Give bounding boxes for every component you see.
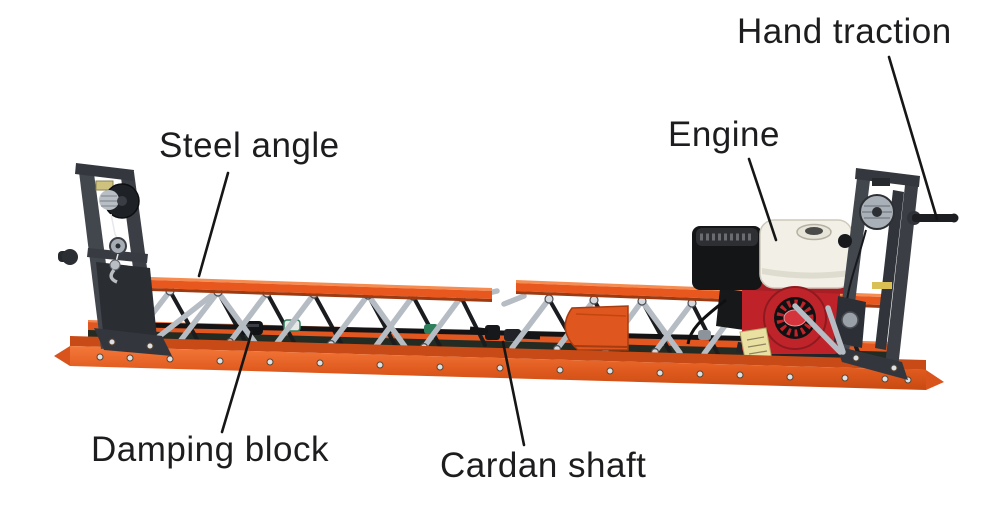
leader-line-cardan-shaft: [501, 340, 526, 447]
tower-foot: [94, 328, 172, 356]
carburetor: [716, 288, 748, 330]
label-damping-block: Damping block: [91, 430, 329, 469]
left-winch-tower: [58, 163, 172, 356]
leader-line-damping-block: [220, 329, 254, 434]
leader-line-engine: [747, 157, 778, 242]
clutch-housing: [834, 296, 866, 348]
steel-angle-rail-left: [118, 276, 492, 302]
belt-guard: [564, 305, 629, 351]
leader-line-steel-angle: [197, 171, 230, 278]
left-knob: [58, 249, 78, 265]
winch-drum: [859, 194, 895, 230]
leader-line-hand-traction: [887, 55, 939, 221]
shaft-coupling: [698, 330, 711, 340]
hand-crank: [907, 211, 959, 225]
label-engine: Engine: [668, 115, 780, 154]
tower-foot: [836, 346, 908, 380]
label-hand-traction: Hand traction: [737, 12, 952, 51]
leader-lines: [197, 55, 939, 447]
label-steel-angle: Steel angle: [159, 126, 340, 165]
screed-blade: [54, 336, 944, 390]
winch-drum: [99, 183, 140, 219]
label-cardan-shaft: Cardan shaft: [440, 446, 647, 485]
star-knob: [838, 234, 852, 248]
lifting-hook: [109, 253, 121, 284]
right-winch-tower: [792, 168, 959, 380]
